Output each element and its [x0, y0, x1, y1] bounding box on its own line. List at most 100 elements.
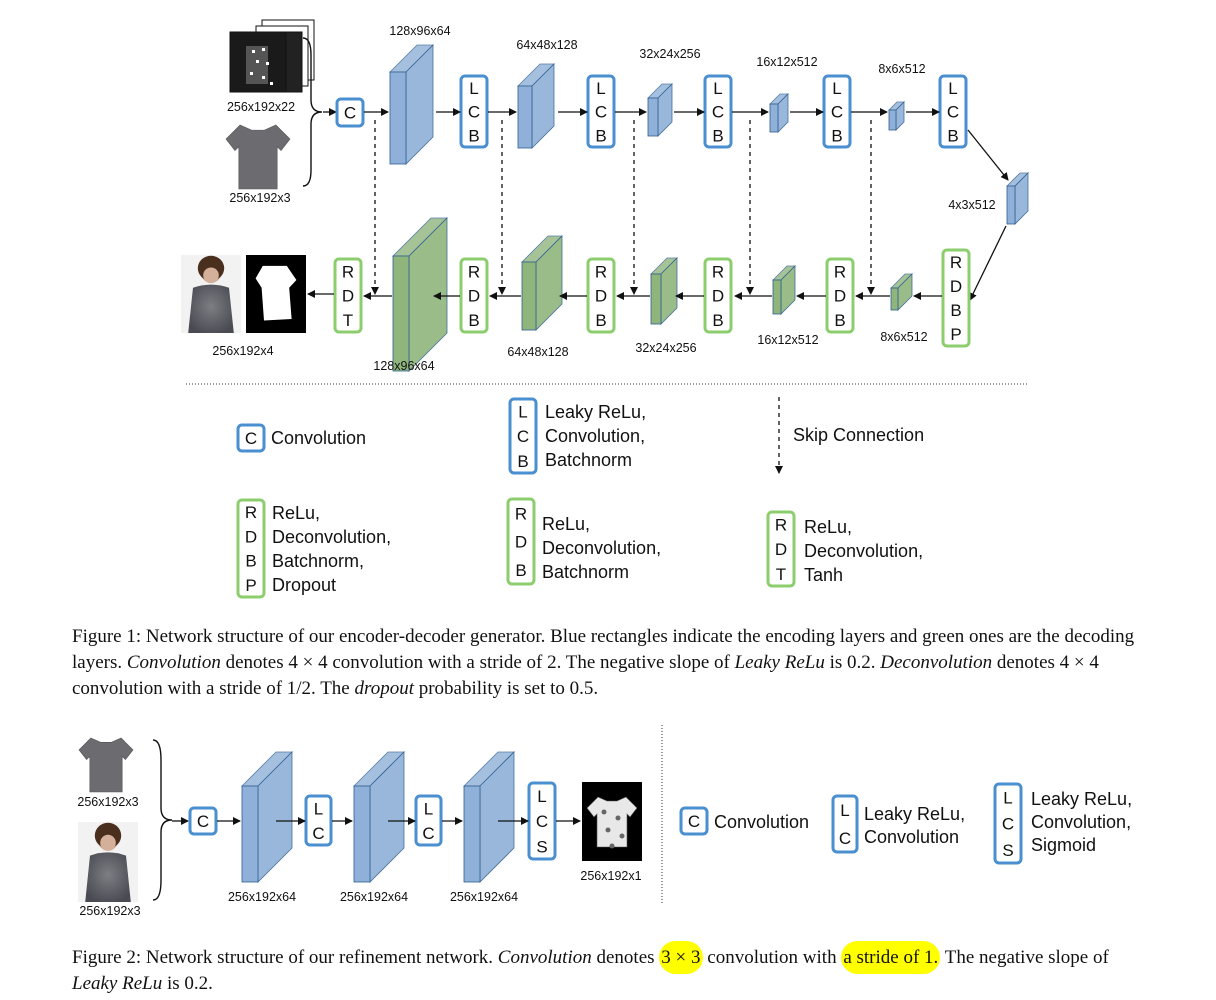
refine-output-mask-image: [582, 782, 642, 861]
legend-rdb-text: Deconvolution,: [542, 538, 661, 558]
input-brace: [302, 37, 323, 187]
block-letter-l: L: [469, 79, 478, 98]
encoder-layer-4: [769, 93, 789, 133]
legend2-lc-text: Convolution: [864, 827, 959, 847]
label-input-mask-dims: 256x192x22: [227, 100, 295, 114]
block-letter-s: S: [1002, 841, 1013, 860]
caption-emphasis: Convolution: [497, 947, 592, 968]
label-output-dims: 256x192x4: [212, 344, 273, 358]
block-frame: [236, 498, 266, 599]
block-letter-l: L: [596, 79, 605, 98]
block-letter-b: B: [712, 311, 723, 330]
block-letter-l: L: [424, 799, 433, 818]
block-frame: [586, 74, 616, 149]
block-frame: [527, 781, 557, 861]
legend2-lcs-text: Convolution,: [1031, 812, 1131, 832]
block-letter-l: L: [713, 79, 722, 98]
label-refine-layer-dims-3: 256x192x64: [450, 890, 518, 904]
block-letter-p: P: [950, 325, 961, 344]
mask-spot: [601, 809, 607, 815]
pose-mask-stack: [229, 19, 315, 93]
block-letter-t: T: [343, 311, 353, 330]
legend-skip-text: Skip Connection: [793, 425, 924, 445]
block-letter-c: C: [831, 103, 843, 122]
keypoint: [270, 82, 273, 85]
caption-emphasis: Leaky ReLu: [72, 973, 163, 994]
block-letter-r: R: [595, 262, 607, 281]
block-letter-c: C: [1002, 815, 1014, 834]
legend-lcb-text: Convolution,: [545, 426, 645, 446]
caption-emphasis: Leaky ReLu: [734, 652, 825, 673]
block-rdb-3: RDB: [703, 257, 733, 334]
block-frame: [938, 74, 968, 149]
block-letter-b: B: [947, 126, 958, 145]
block-letter-r: R: [834, 262, 846, 281]
decoder-layer-4: [772, 265, 796, 315]
block-letter-l: L: [518, 402, 527, 421]
block-letter-c: C: [197, 812, 209, 831]
layer-front-face: [517, 85, 533, 149]
block-rdb-1: RDB: [459, 257, 489, 334]
mask-spot: [615, 815, 621, 821]
label-refine-layer-dims-1: 256x192x64: [228, 890, 296, 904]
layer-front-face: [1006, 185, 1016, 225]
layer-front-face: [888, 109, 897, 131]
mask-spot: [605, 827, 611, 833]
highlight-kernel-size: 3 × 3: [659, 941, 703, 974]
caption-text: denotes 4 × 4 convolution with a stride …: [72, 652, 1099, 699]
block-letter-d: D: [468, 287, 480, 306]
legend-rdt-text: ReLu,: [804, 517, 852, 537]
label-input-cloth-dims: 256x192x3: [229, 191, 290, 205]
layer-front-face: [650, 273, 662, 325]
legend-lcb-text: Batchnorm: [545, 450, 632, 470]
layer-front-face: [241, 785, 259, 883]
block-letter-l: L: [948, 79, 957, 98]
block-letter-r: R: [712, 262, 724, 281]
legend-rdbp-text: Batchnorm,: [272, 551, 364, 571]
bottleneck-layer: [1006, 172, 1029, 225]
block-letter-b: B: [595, 311, 606, 330]
legend-rdt-text: Tanh: [804, 565, 843, 585]
block-letter-r: R: [245, 503, 257, 522]
refine-layer-3: [463, 751, 515, 883]
output-person-image: [181, 255, 241, 333]
block-frame: [941, 248, 971, 348]
block-lcb-1: LCB: [459, 74, 489, 149]
block-frame: [414, 794, 443, 847]
legend2-conv-text: Convolution: [714, 812, 809, 832]
block-letter-l: L: [537, 787, 546, 806]
block-frame: [586, 257, 616, 334]
block-letter-c: C: [344, 104, 356, 123]
legend2-lc-block: LC: [831, 794, 859, 854]
keypoint: [262, 48, 265, 51]
block-letter-c: C: [468, 103, 480, 122]
block-frame: [825, 257, 855, 334]
block-letter-d: D: [245, 527, 257, 546]
block-frame: [333, 257, 363, 334]
block-letter-b: B: [595, 126, 606, 145]
caption-text: is 0.2.: [829, 652, 876, 673]
block-letter-c: C: [688, 812, 700, 831]
block-frame: [679, 806, 709, 836]
face-front: [203, 267, 219, 284]
legend-rdb-block: RDB: [506, 497, 536, 586]
block-lcb-2: LCB: [586, 74, 616, 149]
layer-front-face: [389, 71, 407, 165]
label-refine-layer-dims-2: 256x192x64: [340, 890, 408, 904]
block-letter-r: R: [468, 262, 480, 281]
decoder-layer-1: [392, 217, 448, 372]
label-refine-cloth-dims: 256x192x3: [77, 795, 138, 809]
block-lcb-5: LCB: [938, 74, 968, 149]
block-letter-d: D: [595, 287, 607, 306]
block-letter-d: D: [775, 540, 787, 559]
encoder-layer-3: [647, 83, 673, 137]
block-letter-c: C: [712, 103, 724, 122]
block-lcb-3: LCB: [703, 74, 733, 149]
layer-front-face: [463, 785, 481, 883]
legend2-conv-block: C: [679, 806, 709, 836]
legend-lcb-block: LCB: [508, 397, 538, 475]
mask-shape: [255, 265, 297, 321]
label-bottleneck-dims: 4x3x512: [948, 198, 995, 212]
caption-text: denotes 4 × 4 convolution with a stride …: [225, 652, 730, 673]
